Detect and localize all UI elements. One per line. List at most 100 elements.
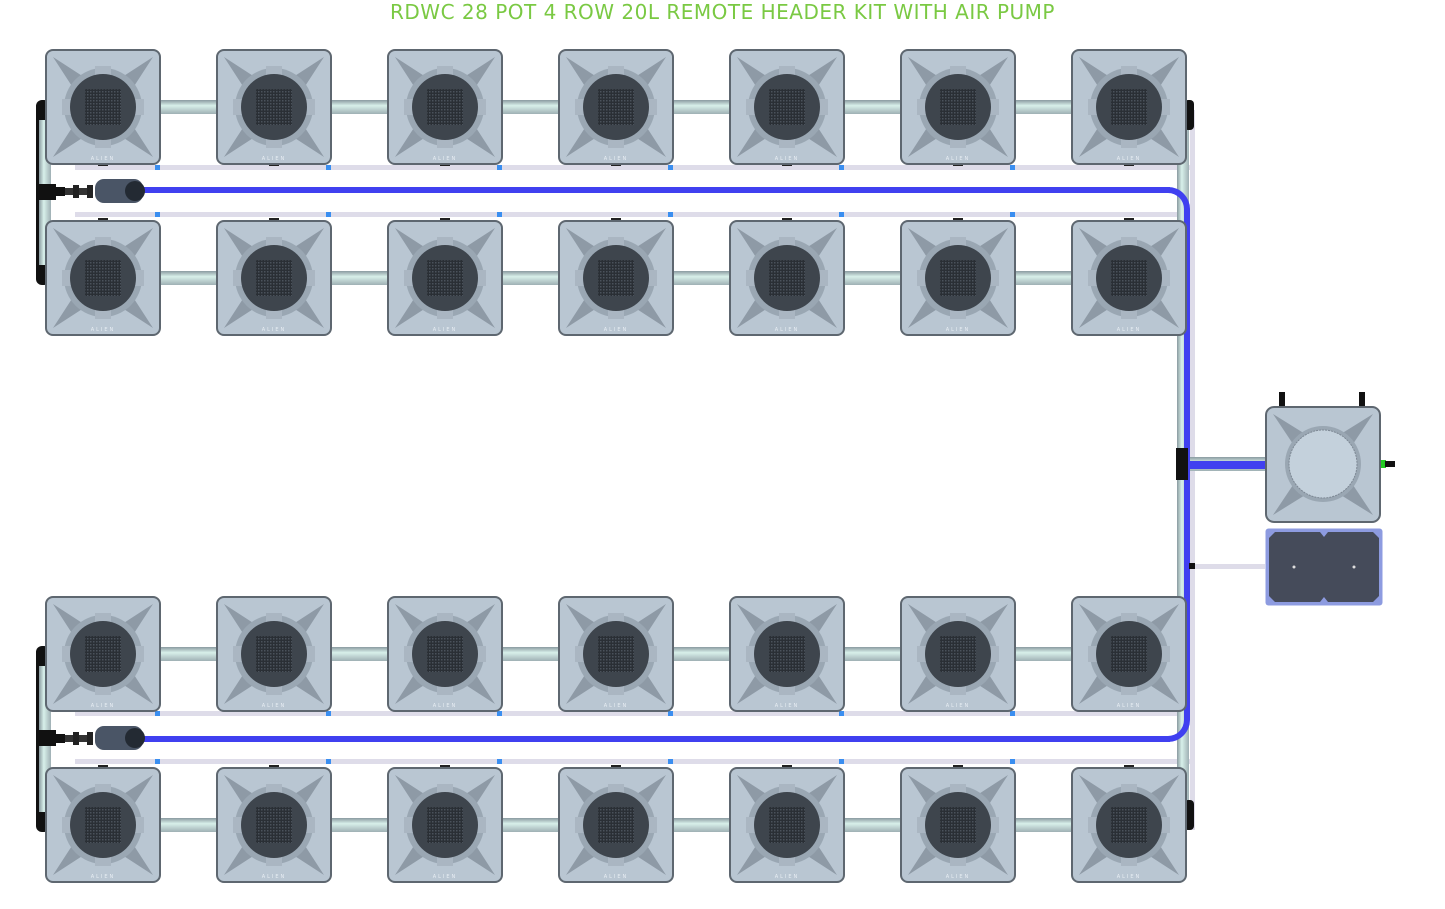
header-tank <box>1265 392 1395 524</box>
clip <box>953 765 963 768</box>
clip <box>98 218 108 221</box>
grow-pot: ALIEN <box>729 49 845 165</box>
pot-logo: ALIEN <box>603 703 629 709</box>
fitting <box>839 711 844 716</box>
clip <box>953 218 963 221</box>
grow-pot: ALIEN <box>900 767 1016 883</box>
fitting <box>839 759 844 764</box>
grow-pot: ALIEN <box>45 767 161 883</box>
pot-logo: ALIEN <box>90 703 116 709</box>
air-stone-icon <box>55 721 150 755</box>
pot-logo: ALIEN <box>261 703 287 709</box>
fitting <box>839 165 844 170</box>
grow-pot: ALIEN <box>387 596 503 712</box>
clip <box>440 765 450 768</box>
grow-pot: ALIEN <box>45 220 161 336</box>
end-cap <box>1184 100 1194 130</box>
clip <box>611 218 621 221</box>
pot-logo: ALIEN <box>945 156 971 162</box>
clip <box>440 218 450 221</box>
fitting <box>326 759 331 764</box>
pot-logo: ALIEN <box>1116 327 1142 333</box>
pot-logo: ALIEN <box>945 703 971 709</box>
grow-pot: ALIEN <box>387 767 503 883</box>
pot-logo: ALIEN <box>432 156 458 162</box>
fitting <box>497 165 502 170</box>
pot-logo: ALIEN <box>774 874 800 880</box>
air-line-bend <box>1160 712 1190 742</box>
tee-fitting <box>1176 448 1188 480</box>
grow-pot: ALIEN <box>729 220 845 336</box>
tee-fitting <box>36 184 56 200</box>
pot-logo: ALIEN <box>90 327 116 333</box>
pot-logo: ALIEN <box>603 327 629 333</box>
grow-pot: ALIEN <box>387 220 503 336</box>
fitting <box>1010 711 1015 716</box>
grow-pot: ALIEN <box>1071 596 1187 712</box>
clip <box>98 765 108 768</box>
grow-pot: ALIEN <box>1071 220 1187 336</box>
pot-logo: ALIEN <box>1116 703 1142 709</box>
grow-pot: ALIEN <box>900 220 1016 336</box>
pot-logo: ALIEN <box>261 327 287 333</box>
grow-pot: ALIEN <box>216 220 332 336</box>
fitting <box>497 759 502 764</box>
clip <box>269 765 279 768</box>
pot-logo: ALIEN <box>1116 874 1142 880</box>
fitting <box>155 212 160 217</box>
pot-logo: ALIEN <box>90 156 116 162</box>
grow-pot: ALIEN <box>216 49 332 165</box>
fitting <box>668 212 673 217</box>
grow-pot: ALIEN <box>45 596 161 712</box>
grow-pot: ALIEN <box>900 49 1016 165</box>
grow-pot: ALIEN <box>900 596 1016 712</box>
pot-logo: ALIEN <box>603 874 629 880</box>
fitting <box>1010 165 1015 170</box>
grow-pot: ALIEN <box>216 596 332 712</box>
fitting <box>155 711 160 716</box>
pot-logo: ALIEN <box>432 874 458 880</box>
pot-logo: ALIEN <box>432 327 458 333</box>
grow-pot: ALIEN <box>1071 767 1187 883</box>
fitting <box>1010 212 1015 217</box>
grow-pot: ALIEN <box>558 767 674 883</box>
fitting <box>839 212 844 217</box>
pot-logo: ALIEN <box>261 156 287 162</box>
pot-logo: ALIEN <box>261 874 287 880</box>
fitting <box>497 212 502 217</box>
air-line-top <box>140 187 1170 193</box>
fitting <box>668 165 673 170</box>
air-line-to-tank <box>1184 461 1265 469</box>
grow-pot: ALIEN <box>558 220 674 336</box>
clip <box>782 765 792 768</box>
return-line <box>75 711 1195 716</box>
grow-pot: ALIEN <box>45 49 161 165</box>
fitting <box>326 165 331 170</box>
fitting <box>326 212 331 217</box>
grow-pot: ALIEN <box>387 49 503 165</box>
grow-pot: ALIEN <box>216 767 332 883</box>
pot-logo: ALIEN <box>603 156 629 162</box>
air-line-bend <box>1160 187 1190 217</box>
fitting <box>326 711 331 716</box>
pot-logo: ALIEN <box>945 874 971 880</box>
grow-pot: ALIEN <box>558 596 674 712</box>
diagram-title: RDWC 28 POT 4 ROW 20L REMOTE HEADER KIT … <box>390 0 1055 24</box>
clip <box>782 218 792 221</box>
pot-logo: ALIEN <box>432 703 458 709</box>
clip <box>611 765 621 768</box>
fitting <box>155 165 160 170</box>
clip <box>1124 765 1134 768</box>
clip <box>1124 218 1134 221</box>
pot-logo: ALIEN <box>90 874 116 880</box>
pot-logo: ALIEN <box>774 703 800 709</box>
pot-logo: ALIEN <box>774 156 800 162</box>
return-line <box>75 165 1195 170</box>
fitting <box>668 711 673 716</box>
pump-line <box>1190 564 1265 569</box>
air-line-bottom <box>140 736 1170 742</box>
pot-logo: ALIEN <box>1116 156 1142 162</box>
fitting <box>155 759 160 764</box>
pot-logo: ALIEN <box>774 327 800 333</box>
